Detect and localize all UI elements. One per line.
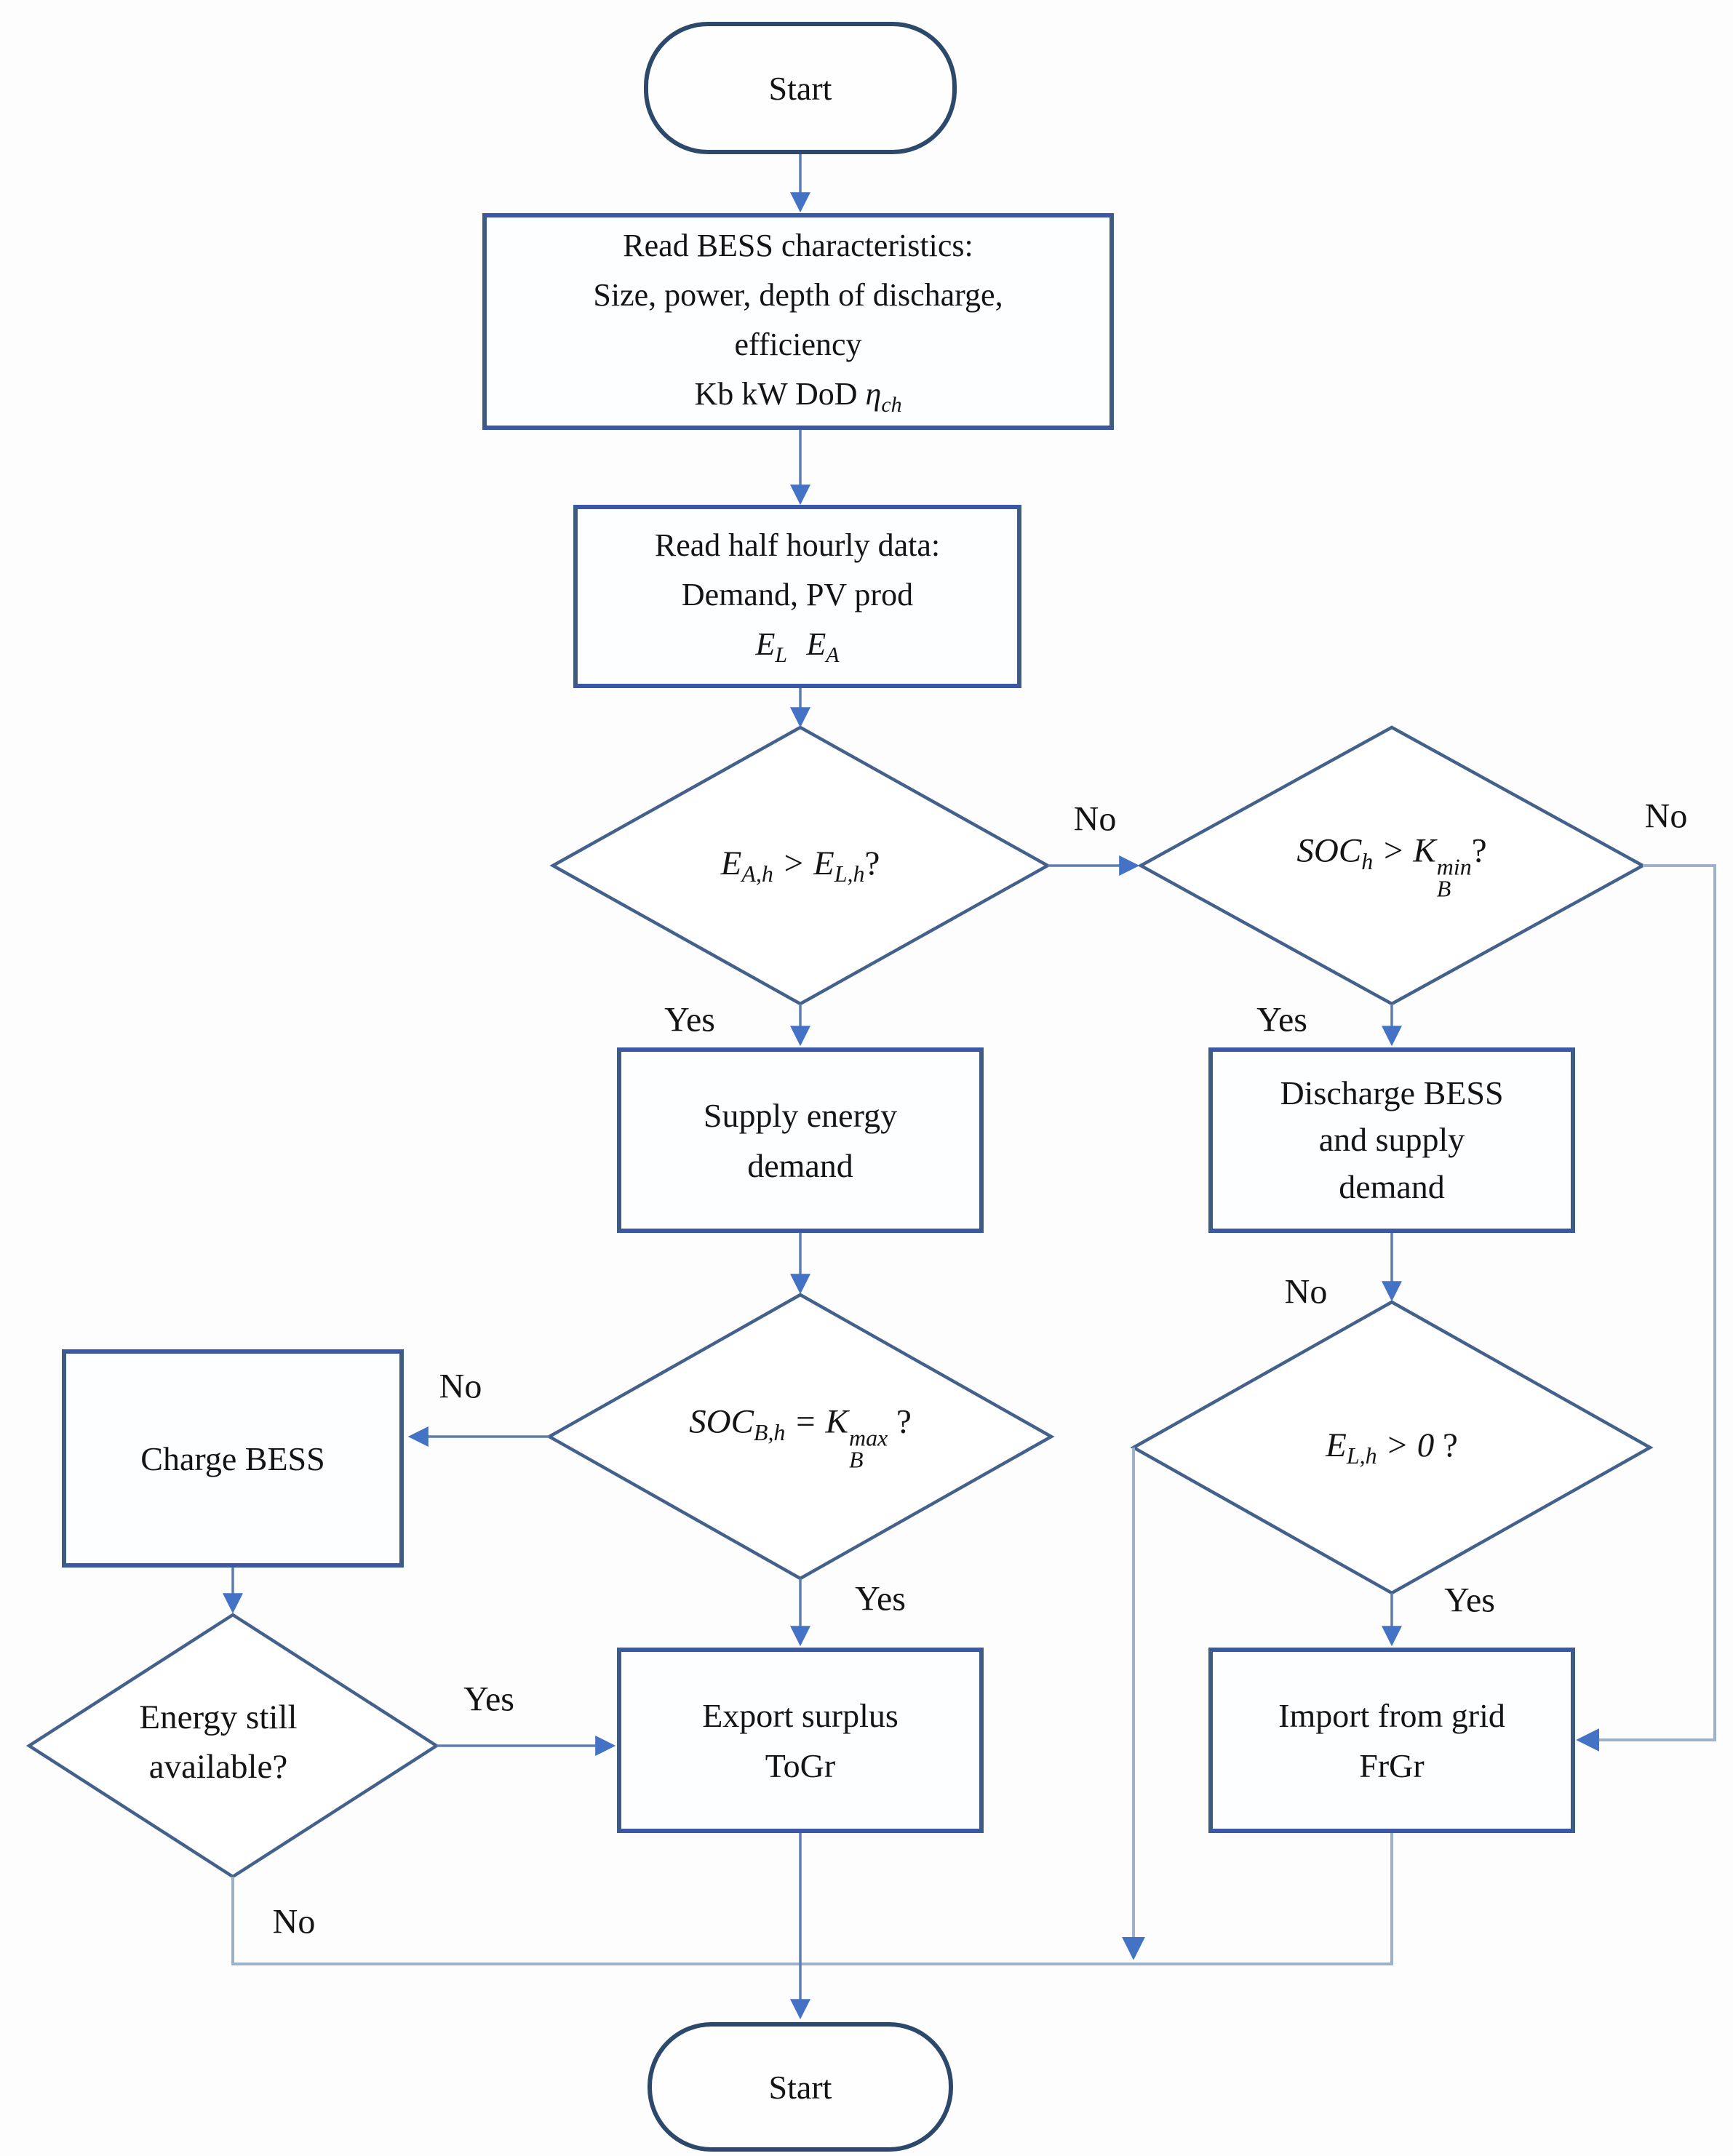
- discharge-line3: demand: [1339, 1167, 1445, 1205]
- decision-load-positive: [1130, 1300, 1654, 1595]
- export-line2: ToGr: [765, 1746, 836, 1784]
- read-bess-line3: efficiency: [734, 327, 862, 362]
- read-bess-line4: Kb kW DoD ηch: [694, 376, 902, 417]
- node-read-bess: Read BESS characteristics: Size, power, …: [482, 213, 1114, 430]
- read-data-line2: Demand, PV prod: [681, 576, 914, 612]
- edge-merge-line: [231, 1833, 1393, 1965]
- edge-label-no-discharge: No: [1284, 1272, 1328, 1311]
- import-line2: FrGr: [1359, 1746, 1425, 1784]
- edge-label-yes-decision4: Yes: [1444, 1581, 1495, 1620]
- node-supply-demand: Supply energy demand: [617, 1047, 984, 1233]
- edge-label-yes-decision1: Yes: [664, 1000, 715, 1039]
- supply-line2: demand: [747, 1146, 853, 1184]
- node-charge-bess: Charge BESS: [62, 1349, 404, 1568]
- decision-load-positive-label: EL,h > 0 ?: [1326, 1426, 1458, 1469]
- node-discharge-bess: Discharge BESS and supply demand: [1208, 1047, 1575, 1233]
- decision-soc-at-max: [546, 1293, 1055, 1581]
- discharge-line1: Discharge BESS: [1280, 1074, 1504, 1111]
- edge-label-no-decision3: No: [439, 1367, 482, 1406]
- read-bess-line1: Read BESS characteristics:: [623, 227, 973, 263]
- read-bess-line2: Size, power, depth of discharge,: [593, 276, 1003, 313]
- edge-label-yes-decision5: Yes: [463, 1680, 514, 1719]
- edge-label-yes-decision2: Yes: [1256, 1000, 1307, 1039]
- import-line1: Import from grid: [1278, 1696, 1505, 1734]
- node-start-bottom: Start: [648, 2022, 953, 2152]
- node-export-surplus: Export surplus ToGr: [617, 1648, 984, 1833]
- node-start-top: Start: [644, 22, 957, 154]
- discharge-line2: and supply: [1318, 1121, 1465, 1159]
- edge-label-no-decision2: No: [1644, 796, 1688, 836]
- node-read-data: Read half hourly data: Demand, PV prod E…: [573, 505, 1021, 688]
- export-line1: Export surplus: [702, 1696, 899, 1734]
- charge-label: Charge BESS: [140, 1440, 325, 1477]
- supply-line1: Supply energy: [703, 1096, 898, 1134]
- start-bottom-label: Start: [768, 2068, 832, 2106]
- decision-energy-still-available-label: Energy still available?: [139, 1698, 298, 1786]
- edge-label-no-decision5: No: [272, 1902, 316, 1941]
- read-data-line1: Read half hourly data:: [654, 527, 941, 563]
- edge-label-no-decision1: No: [1073, 799, 1117, 839]
- node-import-grid: Import from grid FrGr: [1208, 1648, 1575, 1833]
- edge-decision2-no-to-import: [1576, 864, 1716, 1752]
- edge-label-yes-decision3: Yes: [855, 1579, 906, 1618]
- start-top-label: Start: [768, 69, 832, 107]
- decision-pv-vs-load-label: EA,h > EL,h?: [720, 844, 880, 887]
